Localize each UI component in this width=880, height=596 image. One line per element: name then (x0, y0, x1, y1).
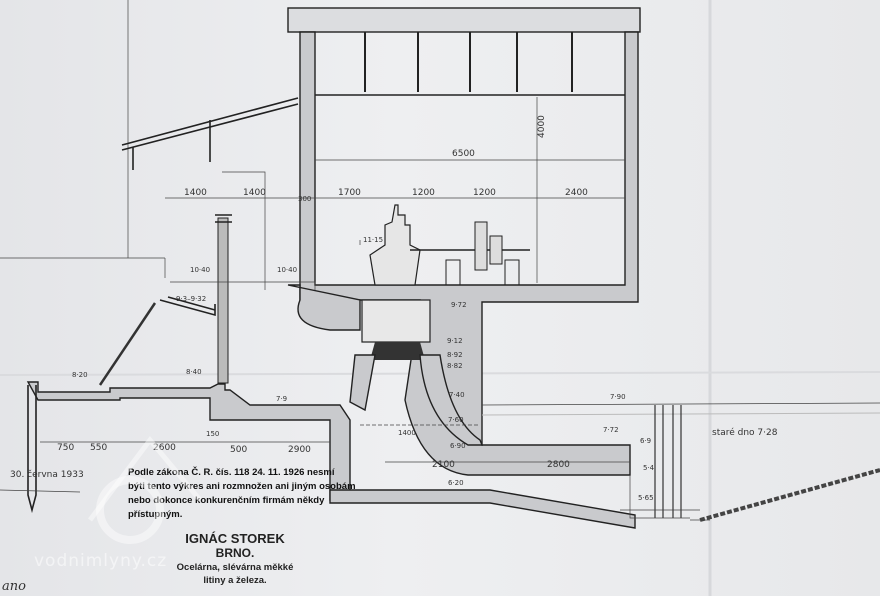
level-label: 5·65 (638, 494, 654, 502)
note-line: býti tento výkres ani rozmnožen ani jiný… (128, 481, 356, 492)
headrace-channel (26, 214, 636, 529)
dim-label: 1200 (412, 188, 435, 198)
level-label: 7·72 (603, 426, 619, 434)
dim-label: 550 (90, 443, 107, 453)
handwritten-note: ano (2, 579, 26, 594)
company-name: IGNÁC STOREK (185, 531, 285, 546)
level-label: 8·92 (447, 351, 463, 359)
company-line: Ocelárna, slévárna měkké (177, 562, 294, 573)
level-label: 7·90 (610, 393, 626, 401)
level-label: 10·40 (190, 266, 210, 274)
level-label: 9·3–9·32 (176, 295, 206, 303)
company-stamp: IGNÁC STOREK BRNO. Ocelárna, slévárna mě… (177, 531, 294, 586)
dim-label: 2100 (432, 460, 455, 470)
old-bottom-label: staré dno 7·28 (712, 427, 778, 438)
dim-4000: 4000 (537, 115, 547, 138)
powerhouse (287, 7, 641, 476)
level-label: 5·4 (643, 464, 655, 472)
legal-note: Podle zákona Č. R. čís. 118 24. 11. 1926… (128, 466, 356, 520)
dim-label: 1400 (398, 429, 416, 437)
dim-label: 150 (206, 430, 219, 438)
level-label: 6·20 (448, 479, 464, 487)
level-label: 8·40 (186, 368, 202, 376)
dim-label: 1400 (243, 188, 266, 198)
level-label: 9·72 (451, 301, 467, 309)
note-line: Podle zákona Č. R. čís. 118 24. 11. 1926… (128, 466, 335, 478)
watermark-text: vodnimlyny.cz (34, 551, 167, 571)
dim-label: 2400 (565, 188, 588, 198)
dimension-lines (40, 97, 630, 463)
turbine-assembly (349, 204, 530, 446)
level-label: 11·15 (363, 236, 383, 244)
level-label: 8·82 (447, 362, 463, 370)
note-line: přístupným. (128, 509, 182, 520)
dim-label: 1700 (338, 188, 361, 198)
dim-label: 1200 (473, 188, 496, 198)
gear-icon (96, 476, 164, 544)
level-label: 7·9 (276, 395, 287, 403)
dim-label: 300 (298, 195, 311, 203)
level-label: 6·9 (640, 437, 651, 445)
company-city: BRNO. (216, 546, 255, 560)
drawing-date: 30. června 1933 (10, 469, 84, 480)
dim-label: 1400 (184, 188, 207, 198)
dim-label: 2900 (288, 445, 311, 455)
dimension-labels: 6500 4000 1400 1400 300 1700 1200 1200 2… (57, 115, 778, 502)
tailrace (481, 402, 880, 522)
dim-label: 2800 (547, 460, 570, 470)
level-label: 9·12 (447, 337, 463, 345)
level-label: 10·40 (277, 266, 297, 274)
left-building (0, 0, 299, 290)
dim-label: 500 (230, 445, 247, 455)
note-line: nebo dokonce konkurenčním firmám někdy (128, 495, 325, 506)
level-label: 6·90 (450, 442, 466, 450)
dim-6500: 6500 (452, 149, 475, 159)
company-line: litiny a železa. (203, 575, 266, 586)
level-label: 7·40 (449, 391, 465, 399)
house-icon (88, 435, 202, 522)
watermark: vodnimlyny.cz (34, 435, 202, 571)
dim-label: 750 (57, 443, 74, 453)
dim-label: 2600 (153, 443, 176, 453)
level-label: 7·60 (448, 416, 464, 424)
level-label: 8·20 (72, 371, 88, 379)
